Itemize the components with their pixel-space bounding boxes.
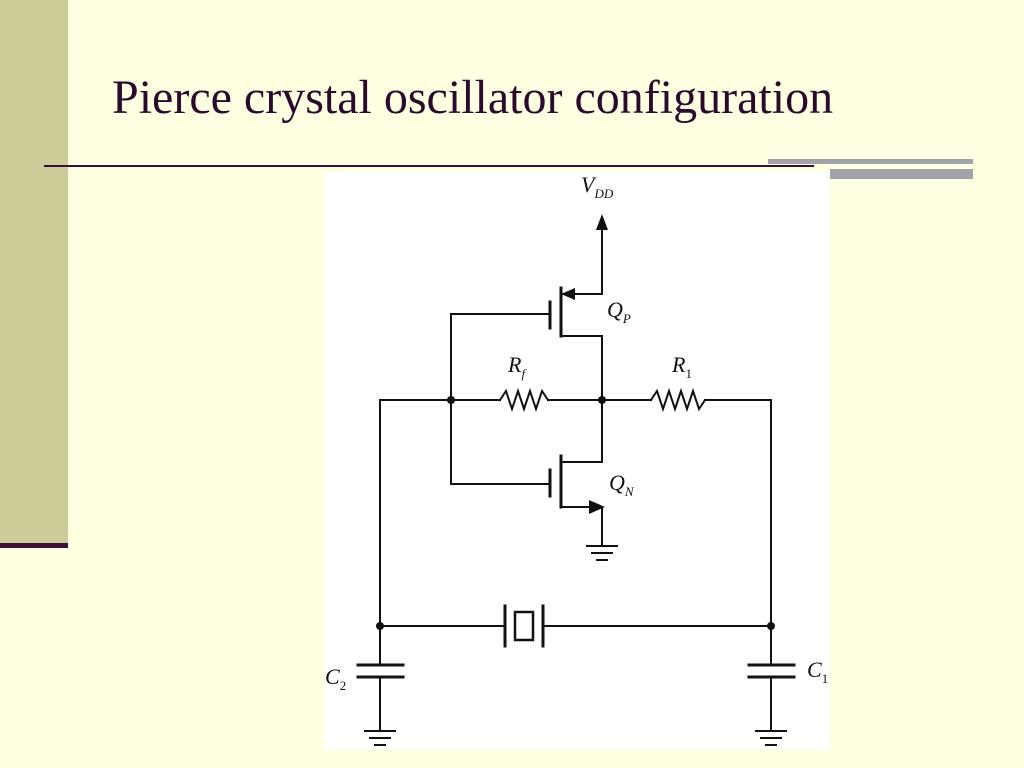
junction-c1 [767, 622, 775, 630]
title-divider-gray [768, 159, 973, 164]
circuit-diagram: VDD QP Rf R1 QN C2 C1 [325, 172, 828, 746]
left-bar-underline [0, 543, 68, 548]
qp-arrow [561, 288, 575, 300]
title-divider [44, 165, 814, 167]
qn-arrow [589, 500, 605, 514]
r1-resistor [649, 387, 707, 413]
vdd-label: VDD [581, 172, 614, 201]
qp-label: QP [607, 297, 631, 326]
c1-label: C1 [807, 657, 828, 686]
slide-title: Pierce crystal oscillator configuration [112, 71, 834, 124]
junction-c2 [376, 622, 384, 630]
circuit-figure: VDD QP Rf R1 QN C2 C1 [325, 172, 830, 750]
vdd-arrow [596, 214, 608, 230]
rf-label: Rf [507, 352, 527, 381]
c2-label: C2 [325, 664, 346, 693]
r1-label: R1 [671, 352, 692, 381]
left-accent-bar [0, 0, 68, 547]
rf-resistor [498, 387, 550, 413]
junction-rf-left [447, 396, 455, 404]
junction-output [598, 396, 606, 404]
crystal-body [513, 610, 535, 642]
title-divider-gray-2 [830, 169, 973, 179]
qn-label: QN [609, 470, 635, 499]
